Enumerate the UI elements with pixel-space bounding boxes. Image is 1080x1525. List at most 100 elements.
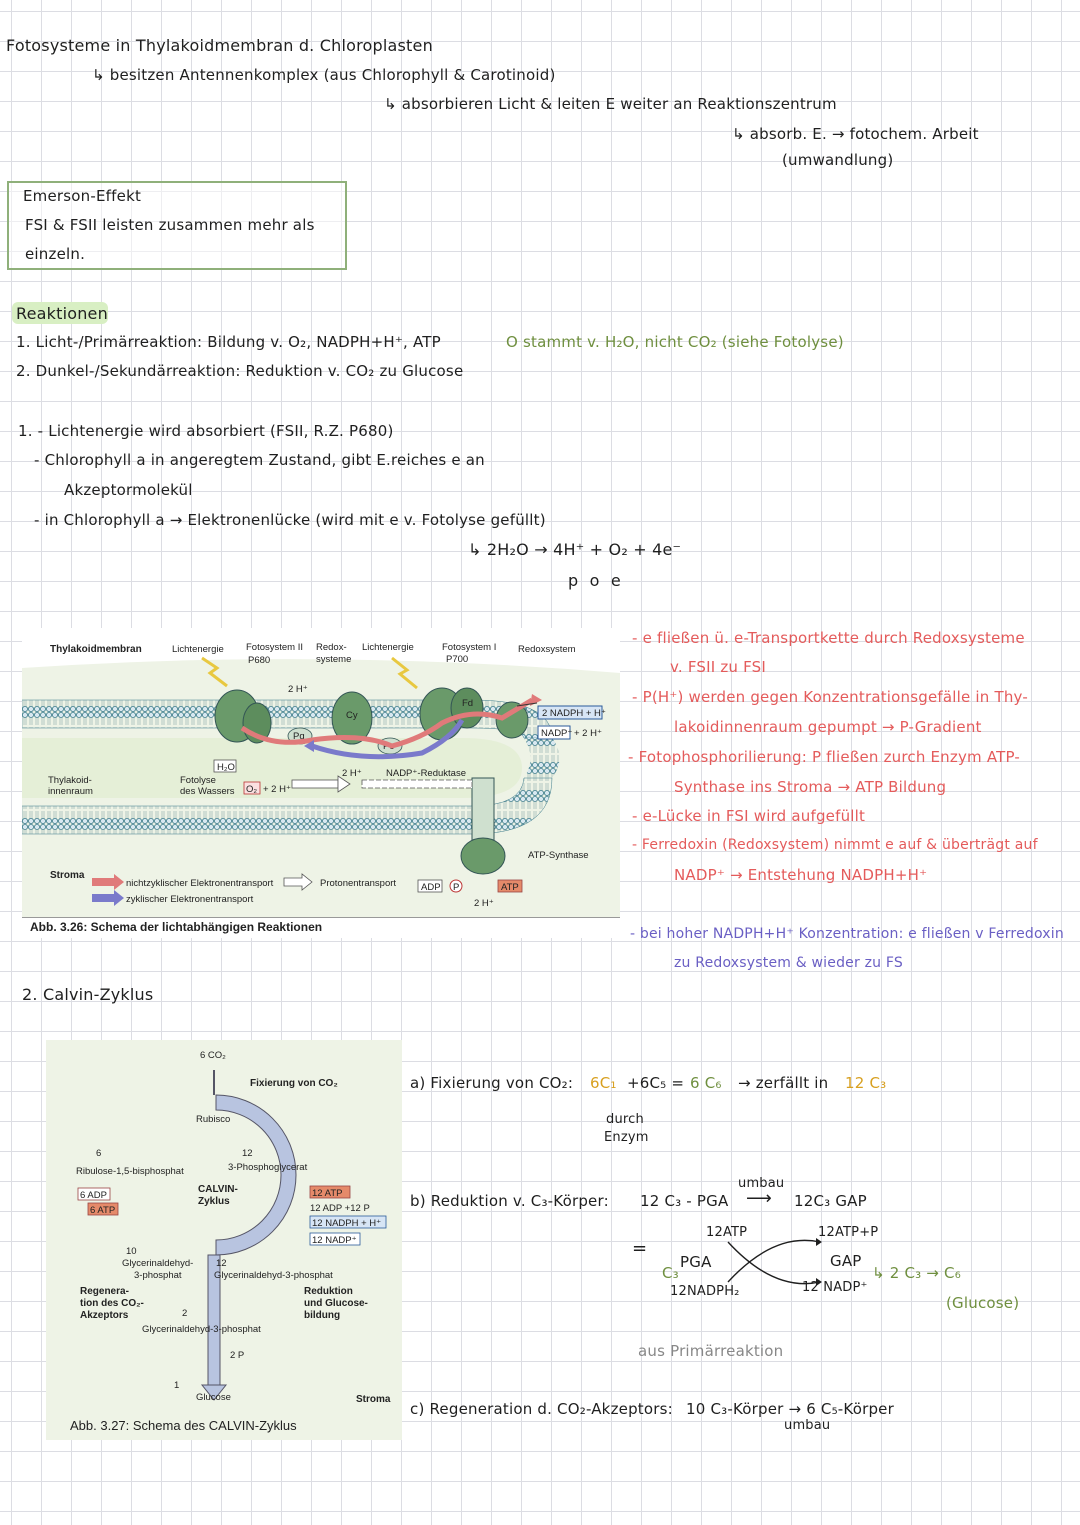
calvin-label-1: CALVIN- xyxy=(198,1184,238,1195)
two-h-label: + 2 H⁺ xyxy=(263,784,291,795)
note-line-3: ↳ absorbieren Licht & leiten E weiter an… xyxy=(384,95,837,113)
atp-label: ATP xyxy=(501,882,519,893)
h2o-label: H₂O xyxy=(217,762,235,773)
rubisco-label: Rubisco xyxy=(196,1114,230,1125)
reaktionen-heading: Reaktionen xyxy=(16,304,108,323)
calvin-a-eq3: 6 C₆ xyxy=(690,1074,722,1092)
fotolyse-label-2: des Wassers xyxy=(180,786,235,797)
nadph12-label: 12 NADPH + H⁺ xyxy=(312,1218,381,1229)
figure-2-caption: Abb. 3.27: Schema des CALVIN-Zyklus xyxy=(70,1418,297,1433)
rubp-count: 6 xyxy=(96,1148,101,1159)
calvin-gap-to: ↳ 2 C₃ → C₆ xyxy=(872,1264,961,1282)
primary-3: Akzeptormolekül xyxy=(64,481,193,499)
right-note-5b: NADP⁺ → Entstehung NADPH+H⁺ xyxy=(674,866,928,884)
light-reactions-diagram: Cy Fd Pq Pc 2 NADPH + H⁺ xyxy=(22,628,620,918)
fixation-label: Fixierung von CO₂ xyxy=(250,1078,338,1089)
thylakoid-label: Thylakoidmembran xyxy=(50,644,142,655)
calvin-a-eq2: +6C₅ = xyxy=(627,1074,685,1092)
calvin-c-umbau: umbau xyxy=(784,1418,831,1433)
redox-label-1b: systeme xyxy=(316,654,351,665)
adp6-label: 6 ADP xyxy=(80,1190,107,1201)
o2-label: O₂ xyxy=(246,784,257,795)
reduction-label-1: Reduktion xyxy=(304,1286,353,1297)
h-top-label: 2 H⁺ xyxy=(288,684,308,695)
calvin-b: b) Reduktion v. C₃-Körper: xyxy=(410,1192,609,1210)
fd-label: Fd xyxy=(462,698,473,709)
gap10-count: 10 xyxy=(126,1246,137,1257)
calvin-cross-arrows xyxy=(727,1238,822,1286)
calvin-aus-primaer: aus Primärreaktion xyxy=(638,1342,784,1360)
figure-calvin-cycle: 6 CO₂ Fixierung von CO₂ Rubisco 6 Ribulo… xyxy=(46,1040,402,1440)
h-mid-label: 2 H⁺ xyxy=(342,768,362,779)
right-note-6a: - bei hoher NADPH+H⁺ Konzentration: e fl… xyxy=(630,926,1064,942)
lumen-label-2: innenraum xyxy=(48,786,93,797)
caption-rule xyxy=(22,917,620,918)
glucose-count: 1 xyxy=(174,1380,179,1391)
nadp-label: NADP⁺ xyxy=(541,728,572,739)
reduction-label-3: bildung xyxy=(304,1310,340,1321)
gap10-label-1: Glycerinaldehyd- xyxy=(122,1258,193,1269)
reaktion-1: 1. Licht-/Primärreaktion: Bildung v. O₂,… xyxy=(16,333,441,351)
atp6-label: 6 ATP xyxy=(90,1205,115,1216)
stroma-label-2: Stroma xyxy=(356,1394,391,1405)
ps2-sub: P680 xyxy=(248,655,270,666)
pga-label: 3-Phosphoglycerat xyxy=(228,1162,308,1173)
calvin-c: c) Regeneration d. CO₂-Akzeptors: xyxy=(410,1400,673,1418)
note-line-5: (umwandlung) xyxy=(782,151,894,169)
figure-1-caption: Abb. 3.26: Schema der lichtabhängigen Re… xyxy=(30,920,323,934)
legend-proton: Protonentransport xyxy=(320,878,396,889)
nadp-plus-h: + 2 H⁺ xyxy=(574,728,602,739)
calvin-b-umbau: umbau xyxy=(738,1176,785,1191)
atp12-label: 12 ATP xyxy=(312,1188,342,1199)
adp12-label: 12 ADP +12 P xyxy=(310,1203,370,1214)
calvin-a-eq5: 12 C₃ xyxy=(845,1074,887,1092)
heading-highlight xyxy=(12,302,108,324)
gap2-count: 2 xyxy=(182,1308,187,1319)
calvin-heading: 2. Calvin-Zyklus xyxy=(22,985,154,1004)
nadp12-label: 12 NADP⁺ xyxy=(312,1235,357,1246)
right-note-3b: Synthase ins Stroma → ATP Bildung xyxy=(674,778,947,796)
adp-label: ADP xyxy=(421,882,441,893)
calvin-a-eq1: 6C₁ xyxy=(590,1074,617,1092)
right-note-6b: zu Redoxsystem & wieder zu FS xyxy=(674,955,903,971)
reductase-label: NADP⁺-Reduktase xyxy=(386,768,466,779)
pq-label: Pq xyxy=(293,731,305,742)
calvin-pga: PGA xyxy=(680,1253,712,1271)
fotolyse-labels: p o e xyxy=(568,571,621,590)
right-note-4: - e-Lücke in FSI wird aufgefüllt xyxy=(632,807,866,825)
lumen-label-1: Thylakoid- xyxy=(48,775,92,786)
h-bottom-label: 2 H⁺ xyxy=(474,898,494,909)
fotolyse-equation: ↳ 2H₂O → 4H⁺ + O₂ + 4e⁻ xyxy=(468,540,682,559)
gap2-label: Glycerinaldehyd-3-phosphat xyxy=(142,1324,261,1335)
note-line-2: ↳ besitzen Antennenkomplex (aus Chloroph… xyxy=(92,66,556,84)
redox-label-1: Redox- xyxy=(316,642,347,653)
ps1-label: Fotosystem I xyxy=(442,642,496,653)
calvin-c-eq: 10 C₃-Körper → 6 C₅-Körper xyxy=(686,1400,894,1418)
reaktion-2: 2. Dunkel-/Sekundärreaktion: Reduktion v… xyxy=(16,362,464,380)
calvin-a: a) Fixierung von CO₂: xyxy=(410,1074,574,1092)
note-line-1: Fotosysteme in Thylakoidmembran d. Chlor… xyxy=(6,36,433,55)
calvin-label-2: Zyklus xyxy=(198,1196,230,1207)
emerson-title: Emerson-Effekt xyxy=(23,187,142,205)
p-label: P xyxy=(453,882,459,893)
gap12-label: Glycerinaldehyd-3-phosphat xyxy=(214,1270,333,1281)
nadph-label: 2 NADPH + H⁺ xyxy=(542,708,606,719)
calvin-nadph12: 12NADPH₂ xyxy=(670,1284,740,1299)
ps1-sub: P700 xyxy=(446,654,468,665)
calvin-a-eq4: → zerfällt in xyxy=(738,1074,829,1092)
ps2-label: Fotosystem II xyxy=(246,642,303,653)
primary-4: - in Chlorophyll a → Elektronenlücke (wi… xyxy=(34,511,546,529)
atp-synthase-label: ATP-Synthase xyxy=(528,850,589,861)
regen-label-2: tion des CO₂- xyxy=(80,1298,144,1309)
regen-label-3: Akzeptors xyxy=(80,1310,129,1321)
fotolyse-label-1: Fotolyse xyxy=(180,775,216,786)
calvin-nadp12: 12 NADP⁺ xyxy=(802,1280,868,1295)
right-note-1a: - e fließen ü. e-Transportkette durch Re… xyxy=(632,629,1025,647)
calvin-glucose: (Glucose) xyxy=(946,1294,1020,1312)
note-line-4: ↳ absorb. E. → fotochem. Arbeit xyxy=(732,125,979,143)
light-label-1: Lichtenergie xyxy=(172,644,224,655)
calvin-c3-prefix: C₃ xyxy=(662,1264,679,1282)
co2-label: 6 CO₂ xyxy=(200,1050,226,1061)
right-note-2b: lakoidinnenraum gepumpt → P-Gradient xyxy=(674,718,982,736)
rubp-label: Ribulose-1,5-bisphosphat xyxy=(76,1166,184,1177)
